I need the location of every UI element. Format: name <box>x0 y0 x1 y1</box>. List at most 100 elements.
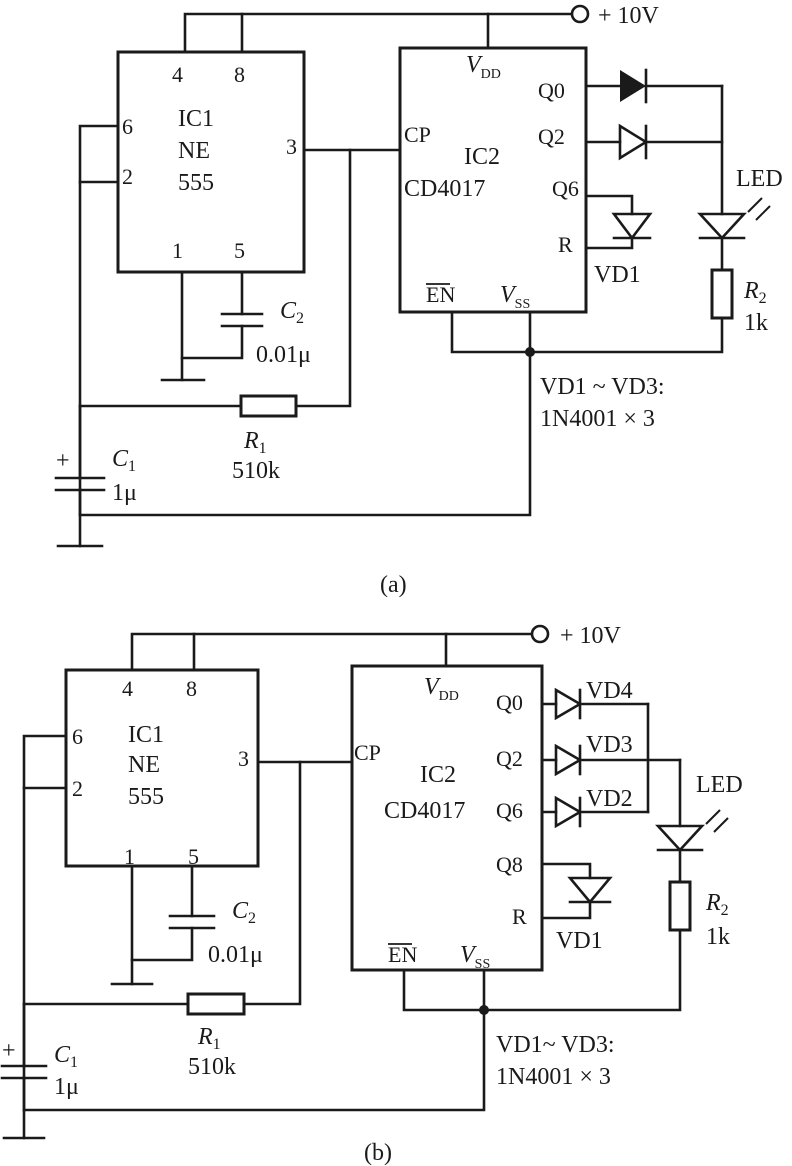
diagram-a: + 10V 4 8 6 2 3 1 5 IC1 NE 555 R1 510k C… <box>54 3 783 598</box>
led-label-b: LED <box>696 772 743 798</box>
ic2-part-b: CD4017 <box>384 798 465 824</box>
supply-terminal-a <box>570 4 590 24</box>
led-a <box>697 212 747 240</box>
diode-vd2-b <box>554 795 583 829</box>
r1-name-a: R1 <box>243 428 267 457</box>
ic1-pin6-label-a: 6 <box>122 114 133 139</box>
ic2-q6-b: Q6 <box>496 798 523 823</box>
ic1-pin3-label-b: 3 <box>238 746 249 771</box>
diode-vd1-b <box>567 876 613 905</box>
ic1-pin2-label-b: 2 <box>72 776 83 801</box>
caption-b: (b) <box>364 1140 392 1166</box>
ic1-box-b <box>64 668 260 868</box>
ic2-box-a <box>398 46 588 314</box>
ic1-box-a <box>116 50 306 274</box>
note1-b: VD1~ VD3: <box>496 1032 615 1058</box>
ic1-pin8-label-b: 8 <box>186 676 197 701</box>
ic1-pin6-label-b: 6 <box>72 724 83 749</box>
vd1-label-b: VD1 <box>556 928 603 954</box>
c2-value-b: 0.01μ <box>208 942 263 968</box>
ic2-name-a: IC2 <box>464 144 500 170</box>
ic2-r-a: R <box>558 232 573 257</box>
r2-value-a: 1k <box>744 310 768 336</box>
ic2-vss-b: VSS <box>460 942 490 972</box>
note1-a: VD1 ~ VD3: <box>540 374 665 400</box>
caption-a: (a) <box>380 572 407 598</box>
ic1-line3-a: 555 <box>178 170 214 196</box>
r1-name-b: R1 <box>197 1024 221 1053</box>
c1-name-b: C1 <box>54 1042 78 1071</box>
supply-label-a: + 10V <box>598 3 660 29</box>
c2-name-a: C2 <box>280 298 304 327</box>
c1-plus-a: + <box>56 448 70 474</box>
r1-resistor-b <box>186 992 246 1016</box>
vd2-label-b: VD2 <box>586 786 633 812</box>
diode-vd1-a <box>611 212 653 241</box>
diode-q2-a <box>618 123 649 161</box>
supply-terminal-b <box>530 624 550 644</box>
ic2-r-b: R <box>512 904 527 929</box>
supply-rail-b <box>130 632 534 672</box>
c1-value-b: 1μ <box>54 1074 79 1100</box>
vd4-label-b: VD4 <box>586 678 633 704</box>
ic1-line2-b: NE <box>128 752 160 778</box>
vd1-label-a: VD1 <box>594 262 641 288</box>
c1-name-a: C1 <box>112 446 136 475</box>
ic2-q0-a: Q0 <box>538 78 565 103</box>
ic2-box-b <box>350 664 544 972</box>
ic1-name-b: IC1 <box>128 722 164 748</box>
ic2-en-a: EN <box>426 282 455 307</box>
ic1-pin5-label-a: 5 <box>234 238 245 263</box>
c1-value-a: 1μ <box>112 480 137 506</box>
ic1-pin5-label-b: 5 <box>188 844 199 869</box>
ic2-q6-a: Q6 <box>552 176 579 201</box>
ic1-line2-a: NE <box>178 138 210 164</box>
ic2-vss-a: VSS <box>500 282 530 312</box>
r2-name-b: R2 <box>705 890 729 919</box>
ic2-vdd-b: VDD <box>424 674 459 704</box>
r1-resistor-a <box>239 394 298 418</box>
ic2-q2-b: Q2 <box>496 746 523 771</box>
ic2-q2-a: Q2 <box>538 124 565 149</box>
r2-name-a: R2 <box>743 278 767 307</box>
diode-vd4-b <box>554 687 583 721</box>
ic2-q8-b: Q8 <box>496 852 523 877</box>
r1-value-b: 510k <box>188 1054 236 1080</box>
ic2-part-a: CD4017 <box>404 176 485 202</box>
ic1-pin4-label-a: 4 <box>172 62 183 87</box>
diode-vd3-b <box>554 743 583 777</box>
ic2-cp-b: CP <box>354 740 381 765</box>
supply-rail-a <box>183 12 574 54</box>
ic1-pin3-label-a: 3 <box>286 134 297 159</box>
note2-a: 1N4001 × 3 <box>540 406 655 432</box>
c2-name-b: C2 <box>232 898 256 927</box>
ic1-pin1-label-a: 1 <box>172 238 183 263</box>
r1-value-a: 510k <box>232 458 280 484</box>
ic1-line3-b: 555 <box>128 784 164 810</box>
ic1-pin4-label-b: 4 <box>122 676 133 701</box>
ic1-pin8-label-a: 8 <box>234 62 245 87</box>
c2-value-a: 0.01μ <box>256 342 311 368</box>
ic1-pin1-label-b: 1 <box>124 844 135 869</box>
ic1-name-a: IC1 <box>178 106 214 132</box>
diode-q0-a <box>620 70 646 102</box>
junction-vss-b <box>479 1005 489 1015</box>
note2-b: 1N4001 × 3 <box>496 1064 611 1090</box>
r2-resistor-b <box>668 880 692 932</box>
ic2-q0-b: Q0 <box>496 690 523 715</box>
diagram-b: + 10V 4 8 6 2 3 1 5 IC1 NE 555 R1 510k C… <box>0 623 743 1166</box>
vd3-label-b: VD3 <box>586 732 633 758</box>
ic2-en-b: EN <box>388 942 417 967</box>
ic2-vdd-a: VDD <box>466 52 501 82</box>
led-b <box>655 824 705 852</box>
supply-label-b: + 10V <box>560 623 622 649</box>
led-label-a: LED <box>736 166 783 192</box>
r2-resistor-a <box>710 268 734 320</box>
ic2-name-b: IC2 <box>420 762 456 788</box>
ic1-pin2-label-a: 2 <box>122 164 133 189</box>
junction-vss-a <box>525 347 535 357</box>
c1-plus-b: + <box>2 1038 16 1064</box>
ic2-cp-a: CP <box>404 122 431 147</box>
r2-value-b: 1k <box>706 924 730 950</box>
